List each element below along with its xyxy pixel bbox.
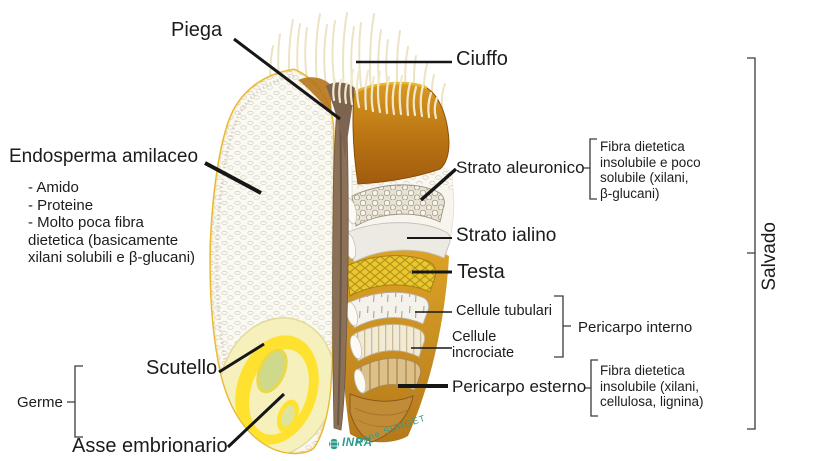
fibra-aleurone-line: solubile (xilani, [600,170,689,185]
label-cellule-tubulari: Cellule tubulari [456,303,552,319]
fibra-aleurone-line: β-glucani) [600,185,660,201]
endosperma-detail-list: - Amido - Proteine - Molto poca fibra di… [28,179,195,267]
embryonic-axis-lower [281,405,295,427]
endosperma-detail-line: - Molto poca fibra [28,214,144,231]
cellule-incrociate-line: Cellule [452,329,497,345]
label-ciuffo: Ciuffo [456,48,508,70]
bran-grain-lines [354,407,409,428]
endosperma-detail-line: - Proteine [28,196,94,214]
inra-globe-icon [328,438,340,450]
hyaline-layer-band [347,222,451,263]
endosperma-detail-line: - Amido [28,179,79,196]
pericarp-left-patch [298,77,332,115]
pointer-lines [204,37,458,449]
brush-hairs-front [332,68,439,120]
scutello-pointer-line [218,342,265,374]
fibra-esterno-line: Fibra dietetica [600,363,685,378]
asse-pointer-line [226,392,286,449]
label-testa: Testa [457,261,505,283]
fibra-aleurone-note: Fibra dietetica insolubile e poco solubi… [600,139,701,201]
watermark-inra: INRA [342,437,373,449]
fibra-aleurone-bracket [583,138,597,200]
pericarp-gold-rim [353,81,428,94]
label-strato-ialino: Strato ialino [456,225,557,246]
label-endosperma-title: Endosperma amilaceo [9,146,199,167]
pericarp-cap [352,82,450,185]
label-asse-embrionario: Asse embrionario [72,435,228,457]
label-cellule-incrociate: Cellule incrociate [452,329,515,361]
fibra-aleurone-line: insolubile e poco [600,154,701,170]
piega-pointer-line [233,37,341,121]
label-piega: Piega [171,19,223,41]
label-germe: Germe [17,394,63,411]
tubular-cells-band [349,291,430,329]
fibra-esterno-line: insolubile (xilani, [600,378,700,394]
crease-inner-line [337,109,343,426]
cellule-incrociate-line: incrociate [452,344,515,361]
label-salvado: Salvado [759,222,780,291]
fibra-aleurone-line: Fibra dietetica [600,139,685,154]
fibra-esterno-line: cellulosa, lignina) [600,394,704,409]
aleurone-pointer-line [419,167,458,202]
endosperma-detail-line: xilani solubili e β-glucani) [28,249,196,266]
endosperma-pointer-line [204,161,262,195]
pericarpo-interno-bracket [554,295,571,358]
embryonic-axis-upper [256,348,288,394]
crease-funnel [326,82,355,158]
fibra-esterno-note: Fibra dietetica insolubile (xilani, cell… [600,363,704,410]
aleurone-layer-band [351,184,445,227]
salvado-bracket [747,57,756,430]
label-pericarpo-interno: Pericarpo interno [578,319,693,336]
brackets [67,57,756,438]
fibra-esterno-bracket [584,359,598,417]
label-pericarpo-esterno: Pericarpo esterno [452,377,587,396]
germe-bracket [67,365,83,438]
label-strato-aleuronico: Strato aleuronico [456,158,585,177]
cross-cells-band [353,323,426,362]
label-scutello: Scutello [146,357,218,379]
endosperma-detail-line: dietetica (basicamente [28,231,179,249]
